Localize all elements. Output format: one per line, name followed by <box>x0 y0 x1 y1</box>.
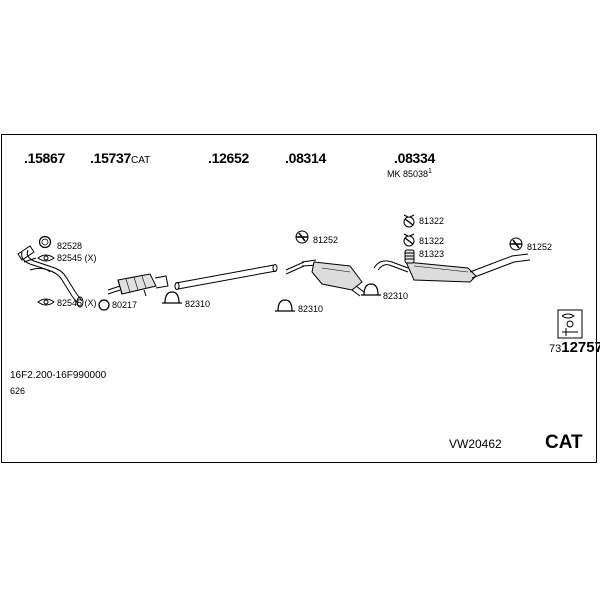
gasket-82545-upper-drawing <box>37 254 55 262</box>
clamp-82310-b-drawing <box>275 299 295 312</box>
vin-range: 16F2.200-16F990000 <box>10 370 107 381</box>
part-08334: .08334 <box>394 150 436 166</box>
label-81252-a: 81252 <box>313 235 339 245</box>
label-81322-b: 81322 <box>419 236 445 246</box>
mount-81323-drawing <box>404 249 415 264</box>
label-82310-b: 82310 <box>298 304 324 314</box>
part-08314: .08314 <box>285 150 327 166</box>
hanger-81252-a-drawing <box>295 230 309 244</box>
rear-silencer-drawing <box>373 253 531 283</box>
clamp-82310-a-drawing <box>162 291 182 304</box>
gasket-82528-drawing <box>38 235 52 249</box>
label-82545-lower: 82545 (X) <box>57 298 97 308</box>
front-pipe-drawing <box>17 245 84 308</box>
kit-number-prefix: 73 <box>549 343 562 355</box>
label-81252-b: 81252 <box>527 242 553 252</box>
set-code: VW20462 <box>449 437 502 451</box>
diagram-frame <box>1 134 597 463</box>
kit-number-main: 12757 <box>561 339 600 356</box>
part-12652: .12652 <box>208 150 250 166</box>
label-82545-upper: 82545 (X) <box>57 253 97 263</box>
mounting-kit-superscript: 1 <box>428 168 432 175</box>
label-82310-c: 82310 <box>383 291 409 301</box>
clamp-82310-c-drawing <box>361 283 381 296</box>
mount-81322-b-drawing <box>403 233 415 247</box>
label-80217: 80217 <box>112 300 138 310</box>
cat-label: CAT <box>545 432 583 453</box>
label-82528: 82528 <box>57 241 83 251</box>
catalytic-converter-drawing <box>107 273 169 297</box>
label-81322-a: 81322 <box>419 216 445 226</box>
part-15867: .15867 <box>24 150 66 166</box>
mounting-kit-label: MK 850381 <box>387 168 432 179</box>
hanger-81252-b-drawing <box>509 237 523 251</box>
ring-80217-drawing <box>98 299 110 311</box>
part-15737-suffix: CAT <box>131 155 151 166</box>
front-silencer-drawing <box>285 259 365 297</box>
label-82310-a: 82310 <box>185 299 211 309</box>
gasket-82545-lower-drawing <box>37 298 55 306</box>
middle-pipe-drawing <box>174 264 278 290</box>
label-81323: 81323 <box>419 249 445 259</box>
kit-icon <box>557 309 583 339</box>
part-15737: .15737CAT <box>90 151 150 166</box>
model-code: 626 <box>10 386 26 396</box>
mount-81322-a-drawing <box>403 214 415 228</box>
mounting-kit-number: MK 85038 <box>387 169 429 179</box>
part-15737-number: .15737 <box>90 150 132 166</box>
kit-number: 7312757 <box>549 340 600 355</box>
